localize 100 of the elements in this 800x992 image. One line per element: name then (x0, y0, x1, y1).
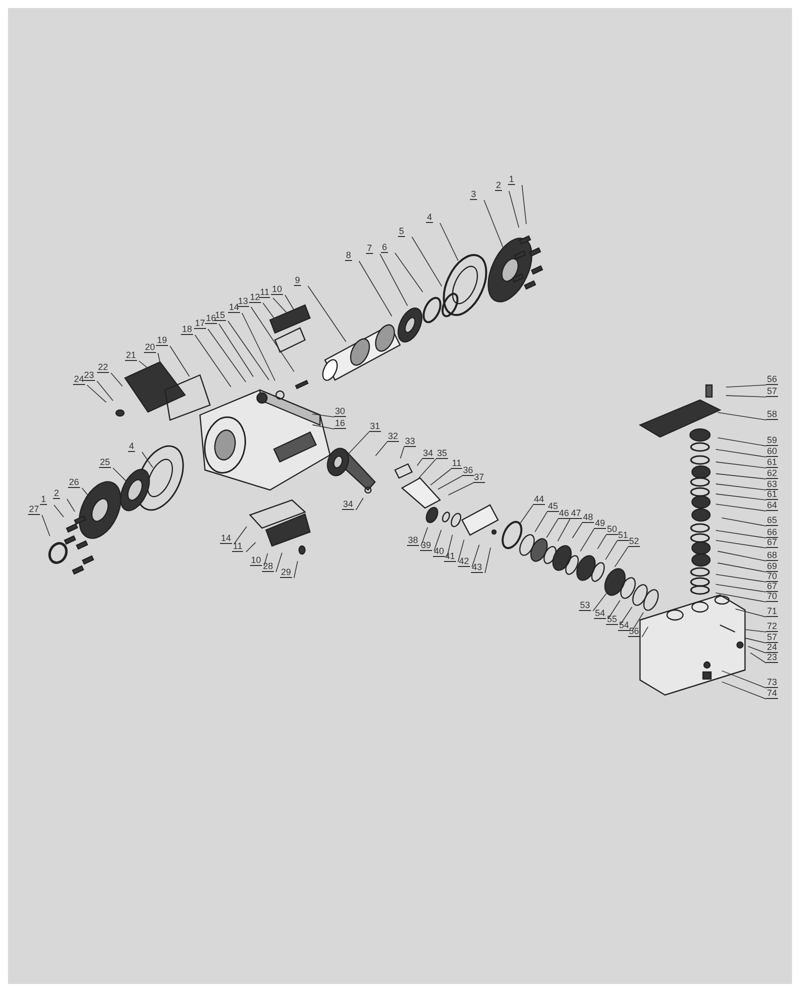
leader-line (484, 547, 491, 574)
leader-line (86, 384, 107, 403)
leader-line (380, 254, 408, 306)
callout-number: 34 (422, 448, 434, 459)
callout-number: 68 (766, 550, 778, 561)
callout-number: 2 (53, 488, 60, 499)
callout-number: 44 (533, 494, 546, 505)
callout-number: 41 (444, 551, 456, 562)
leader-line (745, 629, 766, 632)
callout-number: 8 (345, 250, 352, 261)
leader-line (264, 553, 268, 566)
callout-number: 37 (473, 472, 486, 483)
leader-line (715, 504, 766, 512)
leader-line (142, 452, 154, 468)
leader-line (400, 446, 404, 459)
callout-number: 69 (766, 561, 778, 572)
callout-number: 62 (766, 468, 778, 479)
callout-number: 53 (579, 600, 592, 611)
callout-number: 23 (83, 370, 96, 381)
leader-line (416, 458, 422, 466)
callout-number: 57 (766, 386, 778, 397)
callout-number: 32 (387, 431, 400, 442)
callout-number: 43 (471, 562, 484, 573)
callout-number: 31 (369, 421, 382, 432)
leader-line (748, 646, 766, 654)
leader-line (715, 530, 766, 538)
leader-line (614, 546, 628, 568)
leader-line (608, 600, 620, 620)
callout-number: 13 (237, 296, 250, 307)
callout-number: 18 (181, 324, 194, 335)
leader-line (572, 522, 582, 538)
leader-line (412, 236, 442, 287)
leader-line (722, 681, 766, 700)
leader-line (418, 458, 436, 479)
leader-line (194, 334, 232, 388)
callout-number: 23 (766, 652, 778, 663)
callout-number: 67 (766, 537, 778, 548)
callout-number: 66 (766, 527, 778, 538)
callout-number: 34 (342, 499, 354, 510)
callout-number: 28 (262, 561, 274, 572)
leader-line (557, 518, 570, 542)
leader-line (484, 200, 504, 251)
leader-line (632, 612, 644, 632)
leader-line (605, 540, 618, 560)
leader-line (546, 518, 558, 538)
callout-number: 30 (334, 406, 346, 417)
callout-number: 46 (558, 508, 570, 519)
callout-number: 60 (766, 446, 778, 457)
callout-number: 6 (381, 242, 388, 253)
callout-number: 1 (40, 494, 48, 505)
callout-number: 58 (766, 409, 778, 420)
callout-number: 2 (495, 180, 502, 191)
leader-line (715, 484, 766, 490)
leader-line (346, 432, 370, 457)
leader-line (434, 530, 442, 552)
callout-number: 10 (271, 284, 284, 295)
callout-number: 61 (766, 457, 778, 468)
leader-line (717, 550, 766, 562)
leader-line (430, 468, 452, 486)
leader-line (715, 574, 766, 582)
callout-number: 15 (214, 310, 226, 321)
callout-number: 4 (426, 212, 434, 223)
leader-line (726, 384, 766, 388)
leader-line (715, 584, 766, 592)
leader-line (508, 190, 520, 228)
callout-number: 20 (144, 342, 156, 353)
leader-line (272, 298, 288, 315)
leader-line (138, 360, 149, 370)
callout-number: 72 (766, 621, 778, 632)
leader-line (726, 395, 766, 398)
leader-line (394, 252, 424, 292)
leader-line (242, 312, 276, 382)
callout-number: 35 (436, 448, 448, 459)
callout-number: 4 (128, 441, 136, 452)
leader-line (721, 517, 766, 526)
callout-number: 67 (766, 581, 778, 592)
callout-number: 17 (194, 318, 206, 329)
leader-line (358, 260, 392, 317)
callout-number: 24 (766, 642, 778, 653)
leader-line (218, 324, 254, 377)
callout-number: 49 (594, 518, 606, 529)
callout-number: 48 (582, 512, 594, 523)
leader-line (522, 184, 527, 224)
leader-line (170, 346, 190, 377)
leader-line (642, 626, 648, 638)
callout-number: 14 (220, 533, 232, 544)
leader-line (312, 414, 334, 418)
leader-line (54, 504, 64, 518)
callout-number: 29 (280, 567, 292, 578)
callout-number: 59 (766, 435, 778, 446)
leader-line (715, 462, 766, 468)
leader-line (158, 352, 161, 365)
callout-number: 21 (125, 350, 138, 361)
leader-line (735, 608, 766, 618)
callout-number: 51 (617, 530, 630, 541)
callout-number: 57 (766, 632, 778, 643)
callout-number: 47 (570, 508, 582, 519)
callout-number: 40 (433, 546, 446, 557)
leader-line (745, 638, 766, 644)
leader-line (112, 468, 127, 482)
